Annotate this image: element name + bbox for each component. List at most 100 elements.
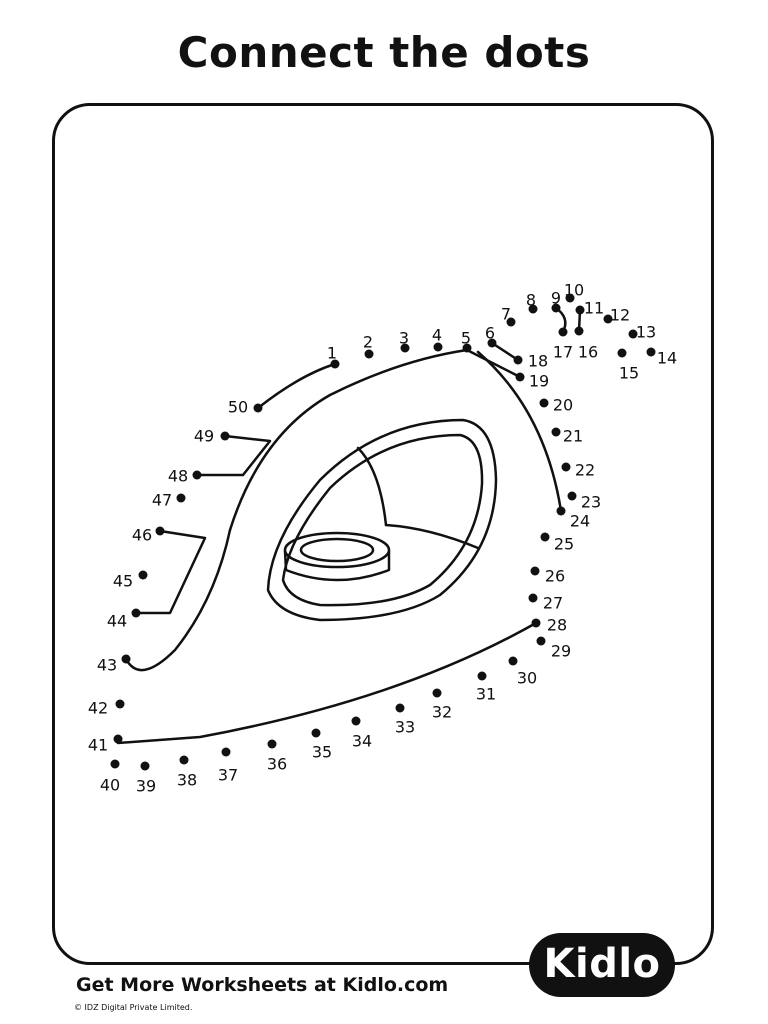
- dot-marker: [551, 427, 561, 437]
- dot-23: 23: [567, 491, 601, 512]
- dot-18: 18: [513, 352, 548, 371]
- dot-29: 29: [536, 636, 571, 661]
- dot-marker: [513, 355, 523, 365]
- dot-marker: [561, 462, 571, 472]
- iron-dial-inner: [299, 537, 375, 563]
- dot-marker: [155, 526, 165, 536]
- dot-marker: [646, 347, 656, 357]
- dot-number: 30: [517, 669, 537, 688]
- guide-line-43: [124, 528, 232, 672]
- dot-number: 5: [461, 329, 471, 348]
- dot-3: 3: [399, 329, 410, 353]
- dot-marker: [531, 618, 541, 628]
- dot-number: 38: [177, 771, 197, 790]
- dot-number: 8: [526, 291, 536, 310]
- copyright-text: © IDZ Digital Private Limited.: [74, 1003, 193, 1012]
- dot-marker: [433, 342, 443, 352]
- dot-24: 24: [556, 506, 590, 531]
- page-title: Connect the dots: [177, 28, 591, 77]
- kidlo-logo: Kidlo: [529, 933, 675, 997]
- iron-window-inner: [281, 433, 484, 607]
- dot-marker: [536, 636, 546, 646]
- dot-marker: [364, 349, 374, 359]
- dot-marker: [558, 327, 568, 337]
- dot-number: 39: [136, 777, 156, 796]
- dot-marker: [508, 656, 518, 666]
- dot-marker: [432, 688, 442, 698]
- dot-11: 11: [575, 299, 604, 318]
- dot-21: 21: [551, 427, 583, 446]
- dot-marker: [113, 734, 123, 744]
- dot-number: 40: [100, 776, 120, 795]
- dot-33: 33: [395, 703, 415, 737]
- dot-marker: [110, 759, 120, 769]
- dot-number: 31: [476, 685, 496, 704]
- dot-number: 42: [88, 699, 108, 718]
- dot-19: 19: [515, 372, 549, 391]
- guide-line-5-19: [465, 348, 522, 379]
- dot-number: 2: [363, 333, 373, 352]
- iron-window-shade: [356, 446, 388, 527]
- dot-number: 46: [132, 526, 152, 545]
- dot-37: 37: [218, 747, 238, 785]
- dot-number: 24: [570, 512, 590, 531]
- dot-number: 18: [528, 352, 548, 371]
- dot-40: 40: [100, 759, 120, 795]
- dot-marker: [574, 326, 584, 336]
- dot-marker: [176, 493, 186, 503]
- dot-number: 29: [551, 642, 571, 661]
- dot-1: 1: [327, 344, 340, 369]
- dot-marker: [267, 739, 277, 749]
- dot-marker: [179, 755, 189, 765]
- dot-number: 35: [312, 743, 332, 762]
- dot-number: 28: [547, 616, 567, 635]
- dot-marker: [556, 506, 566, 516]
- dot-43: 43: [97, 654, 131, 675]
- guide-line-49-48: [195, 434, 272, 477]
- iron-window-outer: [266, 418, 498, 622]
- dot-marker: [515, 372, 525, 382]
- dot-6: 6: [485, 324, 497, 348]
- dot-marker: [115, 699, 125, 709]
- dot-marker: [617, 348, 627, 358]
- dot-marker: [311, 728, 321, 738]
- dot-number: 3: [399, 329, 409, 348]
- dot-15: 15: [617, 348, 639, 383]
- dot-marker: [253, 403, 263, 413]
- dot-number: 11: [584, 299, 604, 318]
- dot-31: 31: [476, 671, 496, 704]
- dot-22: 22: [561, 461, 595, 480]
- dot-marker: [540, 532, 550, 542]
- dot-number: 47: [152, 491, 172, 510]
- dot-47: 47: [152, 491, 186, 510]
- dot-marker: [551, 303, 561, 313]
- dot-number: 4: [432, 326, 442, 345]
- dot-5: 5: [461, 329, 472, 353]
- dot-number: 10: [564, 281, 584, 300]
- dot-16: 16: [574, 326, 598, 362]
- dot-number: 22: [575, 461, 595, 480]
- iron-window-shade-2: [384, 523, 480, 550]
- guide-line-handle-24: [476, 350, 563, 513]
- dot-number: 33: [395, 718, 415, 737]
- dot-number: 13: [636, 323, 656, 342]
- dot-46: 46: [132, 526, 165, 545]
- dot-27: 27: [528, 593, 563, 613]
- dot-number: 36: [267, 755, 287, 774]
- dot-number: 49: [194, 427, 214, 446]
- dot-number: 43: [97, 656, 117, 675]
- dot-marker: [565, 293, 575, 303]
- dot-42: 42: [88, 699, 125, 718]
- dot-number: 17: [553, 343, 573, 362]
- dot-marker: [351, 716, 361, 726]
- dot-number: 16: [578, 343, 598, 362]
- dot-number: 50: [228, 398, 248, 417]
- dot-number: 12: [610, 306, 630, 325]
- iron-dial-side: [283, 549, 391, 582]
- dot-marker: [539, 398, 549, 408]
- dot-marker: [138, 570, 148, 580]
- guide-line-46-44: [134, 529, 207, 615]
- dot-36: 36: [267, 739, 287, 774]
- dot-number: 48: [168, 467, 188, 486]
